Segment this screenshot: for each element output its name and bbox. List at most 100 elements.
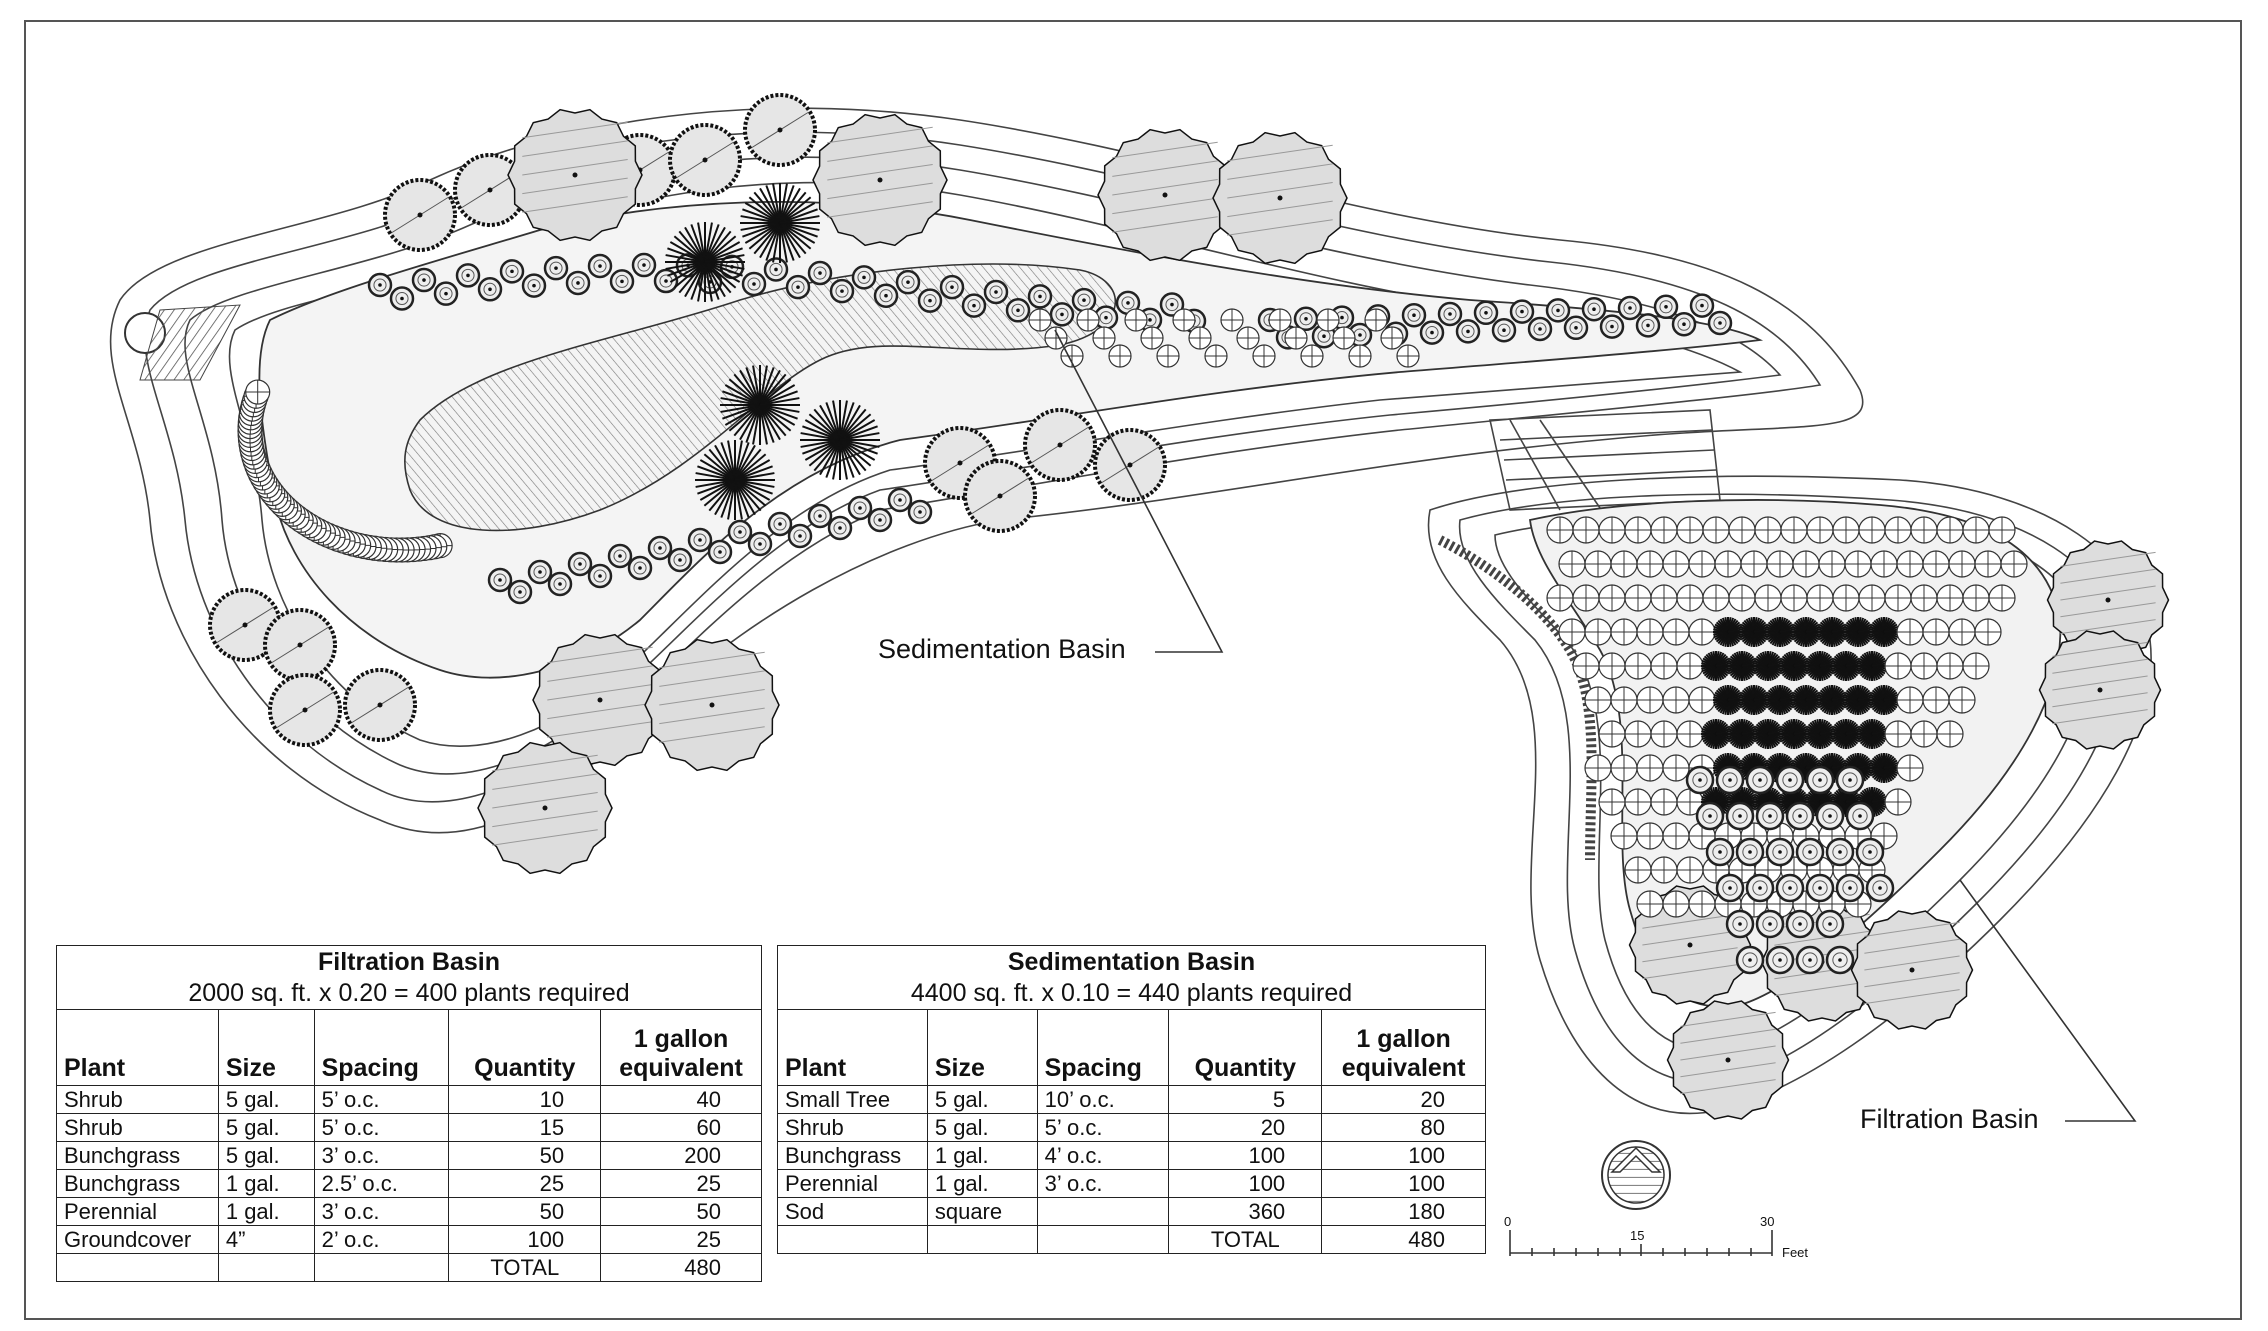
groundcover-symbol	[1818, 550, 1846, 578]
perennial-symbol	[961, 293, 987, 318]
perennial-symbol	[1785, 909, 1815, 939]
groundcover-symbol	[1728, 516, 1756, 544]
bunchgrass-symbol	[1817, 617, 1847, 647]
groundcover-symbol	[1910, 584, 1938, 612]
perennial-symbol	[1815, 909, 1845, 939]
bunchgrass-symbol	[1765, 617, 1795, 647]
groundcover-symbol	[1910, 720, 1938, 748]
cell-size: 5 gal.	[926, 1113, 1038, 1142]
cell-gallon-equivalent: 50	[600, 1197, 762, 1226]
groundcover-symbol	[1962, 516, 1990, 544]
groundcover-symbol	[1884, 516, 1912, 544]
perennial-symbol	[1855, 837, 1885, 867]
groundcover-symbol	[1858, 516, 1886, 544]
total-label: TOTAL	[448, 1253, 602, 1282]
cell-plant: Bunchgrass	[777, 1141, 928, 1170]
bunchgrass-symbol	[695, 440, 775, 520]
perennial-symbol	[1745, 765, 1775, 795]
cell-gallon-equivalent: 25	[600, 1169, 762, 1198]
groundcover-symbol	[1910, 652, 1938, 680]
cell-gallon-equivalent: 80	[1321, 1113, 1486, 1142]
cell-size: 1 gal.	[926, 1141, 1038, 1170]
groundcover-symbol	[1766, 550, 1794, 578]
groundcover-symbol	[1348, 344, 1372, 368]
perennial-symbol	[1401, 302, 1427, 328]
retaining-wall	[1437, 535, 1597, 861]
schedule-title: Filtration Basin	[56, 945, 762, 978]
groundcover-symbol	[1092, 326, 1116, 350]
cell-quantity: 5	[1168, 1085, 1323, 1114]
groundcover-symbol	[1702, 584, 1730, 612]
bunchgrass-symbol	[720, 365, 800, 445]
cell-gallon-equivalent: 20	[1321, 1085, 1486, 1114]
groundcover-symbol	[1624, 788, 1652, 816]
perennial-symbol	[827, 515, 853, 541]
perennial-symbol	[807, 503, 833, 529]
groundcover-symbol	[1124, 308, 1148, 332]
groundcover-symbol	[1624, 720, 1652, 748]
schedule-subtitle: 2000 sq. ft. x 0.20 = 400 plants require…	[56, 977, 762, 1010]
perennial-symbol	[1825, 837, 1855, 867]
tree-symbol	[2046, 540, 2170, 660]
perennial-symbol	[687, 527, 713, 553]
perennial-symbol	[1845, 801, 1875, 831]
groundcover-symbol	[1610, 686, 1638, 714]
groundcover-symbol	[1584, 618, 1612, 646]
perennial-symbol	[1027, 284, 1053, 309]
bunchgrass-symbol	[665, 222, 745, 302]
bunchgrass-symbol	[740, 183, 820, 263]
schedule-title: Sedimentation Basin	[777, 945, 1486, 978]
groundcover-symbol	[1896, 754, 1924, 782]
groundcover-symbol	[1714, 550, 1742, 578]
cell-size: 1 gal.	[217, 1169, 315, 1198]
cell-quantity: 100	[448, 1225, 602, 1254]
bunchgrass-symbol	[1869, 685, 1899, 715]
groundcover-symbol	[1676, 516, 1704, 544]
cell-spacing: 2’ o.c.	[313, 1225, 450, 1254]
groundcover-symbol	[1610, 754, 1638, 782]
groundcover-symbol	[1936, 652, 1964, 680]
groundcover-symbol	[1910, 516, 1938, 544]
groundcover-symbol	[1636, 686, 1664, 714]
groundcover-symbol	[1636, 618, 1664, 646]
column-header-spacing: Spacing	[313, 1009, 450, 1086]
groundcover-symbol	[1598, 516, 1626, 544]
tree-symbol	[507, 108, 643, 242]
groundcover-symbol	[1676, 856, 1704, 884]
groundcover-symbol	[1558, 550, 1586, 578]
cell-quantity: 360	[1168, 1197, 1323, 1226]
perennial-symbol	[1635, 313, 1661, 338]
cell-spacing: 10’ o.c.	[1036, 1085, 1170, 1114]
perennial-symbol	[567, 551, 593, 577]
perennial-symbol	[1795, 945, 1825, 975]
perennial-symbol	[1765, 945, 1795, 975]
groundcover-symbol	[1624, 584, 1652, 612]
groundcover-symbol	[1636, 890, 1664, 918]
cell-plant: Groundcover	[56, 1225, 219, 1254]
scale-unit: Feet	[1782, 1245, 1809, 1260]
perennial-symbol	[763, 257, 789, 282]
cell-quantity: 100	[1168, 1141, 1323, 1170]
perennial-symbol	[887, 487, 913, 513]
perennial-symbol	[917, 288, 943, 313]
perennial-symbol	[1695, 801, 1725, 831]
perennial-symbol	[907, 499, 933, 525]
perennial-symbol	[851, 265, 877, 290]
perennial-symbol	[1715, 765, 1745, 795]
perennial-symbol	[1617, 295, 1643, 321]
groundcover-symbol	[1396, 344, 1420, 368]
bunchgrass-symbol	[1779, 651, 1809, 681]
tree-symbol	[532, 633, 668, 767]
perennial-symbol	[767, 511, 793, 537]
groundcover-symbol	[1688, 550, 1716, 578]
perennial-symbol	[653, 268, 679, 294]
groundcover-symbol	[1364, 308, 1388, 332]
perennial-symbol	[1815, 801, 1845, 831]
perennial-symbol	[1653, 294, 1679, 320]
groundcover-symbol	[1688, 686, 1716, 714]
groundcover-symbol	[1896, 550, 1924, 578]
